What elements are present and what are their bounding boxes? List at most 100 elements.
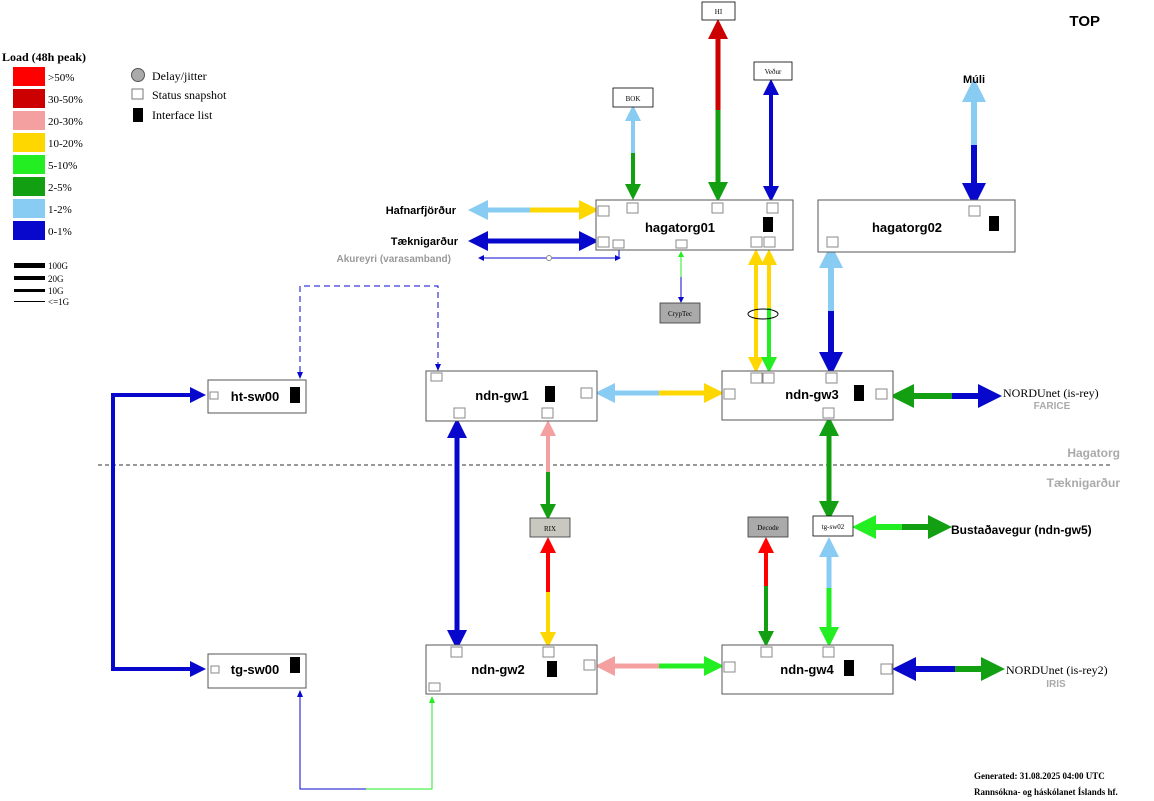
bok-box[interactable]: BOK [612,87,654,108]
node-hagatorg02[interactable]: hagatorg02 [817,199,1016,253]
snapshot-icon[interactable] [766,202,779,214]
node-hagatorg01[interactable]: hagatorg01 [595,199,794,251]
snapshot-icon[interactable] [580,387,593,399]
speed-10g-label: 10G [48,286,64,296]
snapshot-icon[interactable] [723,661,736,673]
cryptec-arrow-up [678,251,684,257]
node-ndn-gw3[interactable]: ndn-gw3 [721,370,894,421]
snapshot-icon[interactable] [826,236,839,248]
zone-label-hagatorg: Hagatorg [1067,446,1120,460]
legend-swatch-5-10 [13,155,45,174]
snapshot-icon[interactable] [597,236,610,248]
snapshot-icon[interactable] [428,682,441,692]
legend-swatch-2-5 [13,177,45,196]
snapshot-icon[interactable] [763,236,776,248]
node-tg-sw00[interactable]: tg-sw00 [207,653,307,689]
interface-list-icon[interactable] [547,661,557,677]
snapshot-icon[interactable] [209,391,219,400]
legend-swatch-0-1 [13,221,45,240]
link-htsw00-tgsw00-down[interactable] [111,530,206,677]
interface-list-icon[interactable] [290,657,300,673]
akureyri-arrow-left [478,255,484,261]
node-ndn-gw4[interactable]: ndn-gw4 [721,644,894,695]
load-legend: Load (48h peak) >50% 30-50% 20-30% 10-20… [2,50,227,307]
snapshot-icon[interactable] [723,388,736,400]
bustadavegur-label: Bustaðavegur (ndn-gw5) [951,523,1092,537]
snapshot-icon[interactable] [542,646,555,658]
legend-iflist-label: Interface list [152,108,213,122]
snapshot-icon[interactable] [675,239,688,249]
cryptec-arrow-down [678,297,684,303]
snapshot-icon[interactable] [583,659,596,671]
legend-swatch-30-50 [13,89,45,108]
legend-snapshot-label: Status snapshot [152,88,227,102]
link-tgsw00-gw2-blue[interactable] [299,696,366,790]
legend-swatch-10-20 [13,133,45,152]
snapshot-icon[interactable] [822,646,835,658]
link-htsw00-gw1-dashed[interactable] [299,285,439,372]
ndn-gw3-label: ndn-gw3 [785,387,838,402]
speed-10g-line [14,289,45,292]
snapshot-icon[interactable] [541,407,554,419]
link-tgsw00-gw2-green[interactable] [366,701,433,790]
ht-sw00-label: ht-sw00 [231,389,279,404]
tg-sw02-label: tg-sw02 [822,523,845,531]
taeknigardur-label: Tæknigarður [391,236,459,248]
snapshot-icon[interactable] [875,388,888,400]
ndn-gw2-label: ndn-gw2 [471,662,524,677]
snapshot-icon[interactable] [762,372,775,384]
links [111,19,1005,790]
iris-label: IRIS [1046,679,1066,690]
snapshot-icon[interactable] [760,646,773,658]
hagatorg02-label: hagatorg02 [872,220,942,235]
snapshot-icon[interactable] [210,665,220,674]
node-ndn-gw2[interactable]: ndn-gw2 [425,644,598,695]
node-ht-sw00[interactable]: ht-sw00 [207,379,307,414]
status-snapshot-icon [131,88,144,100]
snapshot-icon[interactable] [822,407,835,419]
dashed-arrow-gw1 [435,364,441,371]
link-aggregate-ring [747,308,779,320]
muli-label: Múli [963,74,985,86]
bok-label: BOK [626,95,641,103]
node-ndn-gw1[interactable]: ndn-gw1 [425,370,598,422]
snapshot-icon[interactable] [711,202,724,214]
interface-list-icon[interactable] [854,385,864,401]
snapshot-icon[interactable] [612,239,625,249]
page-title: TOP [1069,13,1100,30]
snapshot-icon[interactable] [450,646,463,658]
snapshot-icon[interactable] [597,205,610,217]
interface-list-icon[interactable] [545,386,555,402]
rix-box[interactable]: RIX [529,517,571,538]
vedur-box[interactable]: Veður [753,61,793,81]
interface-list-icon[interactable] [844,660,854,676]
snapshot-icon[interactable] [750,372,763,384]
snapshot-icon[interactable] [825,372,838,384]
tg-sw02-box[interactable]: tg-sw02 [812,515,854,537]
generated-timestamp: Generated: 31.08.2025 04:00 UTC [974,771,1105,781]
cryptec-box[interactable]: CrypTec [659,302,701,324]
interface-list-icon[interactable] [290,387,300,403]
akureyri-delay-icon[interactable] [546,255,552,261]
snapshot-icon[interactable] [968,205,981,217]
nordunet-rey2-label: NORDUnet (is-rey2) [1006,663,1108,677]
gw2-arrow [429,696,435,703]
snapshot-icon[interactable] [880,663,893,675]
speed-100g-label: 100G [48,261,69,271]
snapshot-icon[interactable] [430,372,443,382]
snapshot-icon[interactable] [453,407,466,419]
nordunet-rey-label: NORDUnet (is-rey) [1003,386,1099,400]
legend-label-30-50: 30-50% [48,94,83,106]
decode-box[interactable]: Decode [747,516,789,538]
hi-box[interactable]: HI [701,1,736,21]
hafnarfjordur-label: Hafnarfjörður [386,205,457,217]
zone-label-taeknigardur: Tæknigarður [1047,476,1121,490]
legend-swatch-gt50 [13,67,45,86]
interface-list-icon[interactable] [989,216,999,231]
snapshot-icon[interactable] [626,202,639,214]
snapshot-icon[interactable] [750,236,763,248]
link-htsw00-tgsw00-up[interactable] [111,387,206,530]
legend-swatch-1-2 [13,199,45,218]
interface-list-icon[interactable] [763,217,773,232]
